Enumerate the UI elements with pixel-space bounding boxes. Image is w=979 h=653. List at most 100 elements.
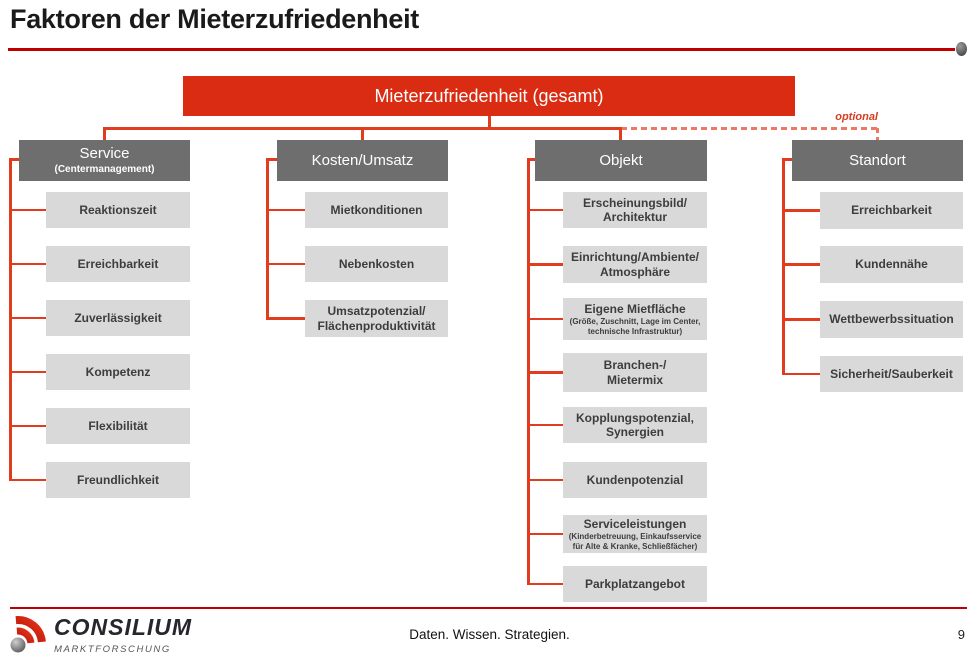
logo-subtext: MARKTFORSCHUNG <box>54 644 185 653</box>
factor-box: Parkplatzangebot <box>563 566 707 602</box>
factor-label: Erreichbarkeit <box>77 256 159 271</box>
factor-label: Erscheinungsbild/ Architektur <box>582 195 687 224</box>
connector-line <box>9 158 19 161</box>
factor-label: Flexibilität <box>88 418 148 433</box>
factor-sublabel: (Kinderbetreuung, Einkaufsservice für Al… <box>568 531 702 551</box>
connector-line <box>488 116 491 128</box>
category-header-objekt: Objekt <box>535 140 707 181</box>
connector-line <box>527 263 563 266</box>
connector-line <box>527 208 563 212</box>
connector-line <box>361 127 364 140</box>
factor-label: Eigene Mietfläche <box>584 301 686 316</box>
title-rule-line <box>8 48 955 51</box>
category-header-kosten-umsatz: Kosten/Umsatz <box>277 140 448 181</box>
connector-line <box>527 371 563 374</box>
category-header-standort: Standort <box>792 140 963 181</box>
factor-label: Mietkonditionen <box>330 202 423 217</box>
connector-line <box>527 478 563 482</box>
connector-line <box>782 209 820 212</box>
footer-tagline: Daten. Wissen. Strategien. <box>409 627 570 642</box>
category-title: Standort <box>849 151 906 169</box>
factor-box: Serviceleistungen(Kinderbetreuung, Einka… <box>563 515 707 553</box>
connector-line <box>9 370 46 374</box>
factor-box: Wettbewerbssituation <box>820 301 963 338</box>
connector-line <box>782 372 820 376</box>
connector-line-dashed <box>876 128 879 140</box>
connector-line <box>266 317 305 320</box>
factor-box: Mietkonditionen <box>305 192 448 228</box>
factor-label: Branchen-/ Mietermix <box>603 358 667 387</box>
factor-label: Nebenkosten <box>338 256 415 271</box>
factor-box: Kundenpotenzial <box>563 462 707 498</box>
factor-label: Serviceleistungen <box>583 516 687 531</box>
root-box: Mieterzufriedenheit (gesamt) <box>183 76 795 116</box>
connector-line <box>527 158 535 161</box>
factor-label: Wettbewerbssituation <box>829 312 954 327</box>
factor-label: Kundennähe <box>855 257 928 272</box>
factor-label: Umsatzpotenzial/ Flächenproduktivität <box>317 304 436 333</box>
factor-box: Nebenkosten <box>305 246 448 282</box>
connector-line <box>266 158 277 161</box>
connector-line <box>9 262 46 266</box>
connector-line <box>266 208 305 212</box>
connector-line <box>103 127 106 140</box>
factor-box: Reaktionszeit <box>46 192 190 228</box>
category-subtitle: (Centermanagement) <box>54 163 155 175</box>
connector-line <box>9 208 46 212</box>
factor-box: Erscheinungsbild/ Architektur <box>563 192 707 228</box>
factor-box: Zuverlässigkeit <box>46 300 190 336</box>
factor-label: Kopplungspotenzial, Synergien <box>576 410 694 439</box>
connector-line <box>782 318 820 321</box>
category-title: Objekt <box>599 151 643 169</box>
factor-label: Freundlichkeit <box>76 472 159 487</box>
connector-line <box>782 158 792 161</box>
connector-line <box>9 316 46 320</box>
connector-line <box>527 158 530 584</box>
connector-line <box>782 158 785 374</box>
logo-name: CONSILIUM <box>54 614 193 640</box>
factor-label: Zuverlässigkeit <box>74 310 162 325</box>
factor-label: Kundenpotenzial <box>586 472 684 487</box>
factor-box: Kundennähe <box>820 246 963 283</box>
factor-box: Eigene Mietfläche(Größe, Zuschnitt, Lage… <box>563 298 707 340</box>
factor-box: Erreichbarkeit <box>820 192 963 229</box>
logo-text-block: CONSILIUM MARKTFORSCHUNG <box>54 616 192 653</box>
factor-label: Sicherheit/Sauberkeit <box>830 366 953 381</box>
category-title: Kosten/Umsatz <box>311 151 414 169</box>
factor-box: Einrichtung/Ambiente/ Atmosphäre <box>563 246 707 283</box>
connector-line <box>527 423 563 427</box>
factor-box: Umsatzpotenzial/ Flächenproduktivität <box>305 300 448 337</box>
factor-label: Erreichbarkeit <box>851 203 932 218</box>
footer-rule-line <box>10 607 967 609</box>
factor-box: Kompetenz <box>46 354 190 390</box>
rule-end-dot-icon <box>956 42 967 56</box>
connector-line <box>266 262 305 266</box>
factor-box: Flexibilität <box>46 408 190 444</box>
slide-title: Faktoren der Mieterzufriedenheit <box>10 4 419 34</box>
connector-line <box>9 478 46 482</box>
optional-label: optional <box>835 111 878 123</box>
connector-line <box>266 158 269 319</box>
factor-box: Freundlichkeit <box>46 462 190 498</box>
factor-box: Erreichbarkeit <box>46 246 190 282</box>
connector-line <box>619 127 622 140</box>
factor-label: Reaktionszeit <box>79 202 157 217</box>
page-number: 9 <box>957 627 965 642</box>
connector-line <box>527 532 563 536</box>
category-title: Service <box>79 145 130 163</box>
category-header-service: Service(Centermanagement) <box>19 140 190 181</box>
connector-line <box>782 263 820 266</box>
factor-box: Branchen-/ Mietermix <box>563 353 707 392</box>
connector-line <box>9 424 46 428</box>
connector-line <box>527 582 563 586</box>
factor-box: Sicherheit/Sauberkeit <box>820 356 963 392</box>
consilium-logo: CONSILIUM MARKTFORSCHUNG <box>8 611 192 653</box>
factor-label: Parkplatzangebot <box>584 576 686 591</box>
factor-label: Einrichtung/Ambiente/ Atmosphäre <box>570 250 699 279</box>
factor-box: Kopplungspotenzial, Synergien <box>563 407 707 443</box>
connector-line <box>527 317 563 321</box>
factor-sublabel: (Größe, Zuschnitt, Lage im Center, techn… <box>569 316 701 336</box>
connector-line-dashed <box>621 127 877 130</box>
signal-arcs-icon <box>10 616 46 653</box>
